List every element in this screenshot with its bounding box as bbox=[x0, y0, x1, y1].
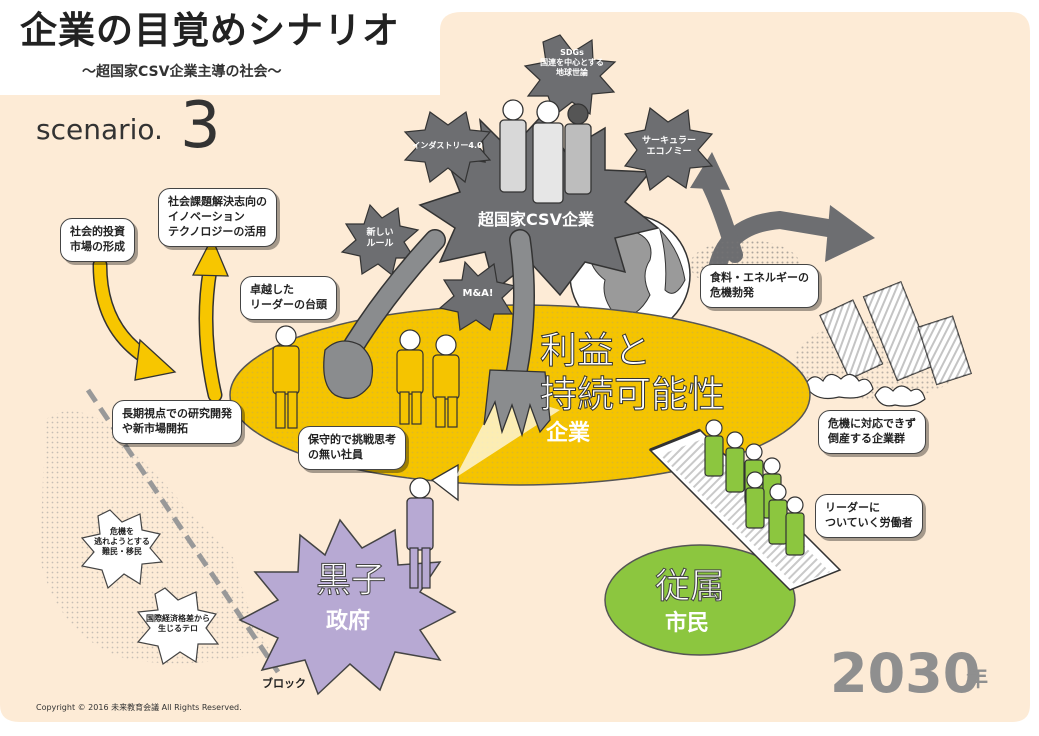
executive-figures-icon bbox=[499, 99, 592, 204]
callout-line: 倒産する企業群 bbox=[828, 431, 905, 445]
callout-line: 社会的投資 bbox=[70, 225, 125, 238]
refugee-label: 危機を 逃れようとする 難民・移民 bbox=[82, 527, 162, 557]
pointing-hand-icon bbox=[323, 229, 446, 399]
citizens-ellipse bbox=[604, 544, 796, 656]
callout-line: 卓越した bbox=[250, 283, 294, 296]
callout-long-term: 長期視点での研究開発 や新市場開拓 bbox=[112, 400, 242, 444]
callout-line: の無い社員 bbox=[308, 447, 363, 461]
ellipse-line-1: 利益と bbox=[540, 328, 652, 372]
callout-leaders: 卓越した リーダーの台頭 bbox=[240, 276, 337, 320]
callout-innovation: 社会課題解決志向の イノベーション テクノロジーの活用 bbox=[158, 188, 277, 247]
callout-food-energy: 食料・エネルギーの 危機勃発 bbox=[700, 264, 819, 308]
yellow-arrow-icon bbox=[92, 236, 229, 403]
open-hand-icon bbox=[483, 229, 551, 438]
circular-star-label: サーキュラー エコノミー bbox=[628, 136, 710, 159]
copyright: Copyright © 2016 未来教育会議 All Rights Reser… bbox=[36, 703, 242, 712]
government-main: 黒子 bbox=[315, 561, 387, 602]
callout-line: 保守的で挑戦思考 bbox=[308, 433, 396, 446]
callout-bankrupt: 危機に対応できず 倒産する企業群 bbox=[818, 410, 926, 454]
ma-star-label: M&A! bbox=[462, 288, 494, 299]
callout-line: や新市場開拓 bbox=[122, 421, 188, 435]
terror-line-1: 国際経済格差から bbox=[146, 614, 210, 623]
worker-figures bbox=[704, 419, 805, 556]
ellipse-line-2: 持続可能性 bbox=[540, 372, 726, 416]
page-subtitle: 〜超国家CSV企業主導の社会〜 bbox=[82, 64, 282, 80]
callout-line: ついていく労働者 bbox=[825, 515, 913, 529]
collapsing-buildings-icon bbox=[795, 280, 972, 407]
employee-figures bbox=[272, 325, 460, 429]
callout-line: リーダーの台頭 bbox=[250, 297, 327, 311]
scenario-number: 3 bbox=[180, 89, 221, 163]
callout-line: 危機に対応できず bbox=[828, 417, 916, 430]
scenario-word: scenario. bbox=[36, 113, 163, 146]
circular-line-2: エコノミー bbox=[646, 147, 692, 158]
sdgs-line-2: 国連を中心とする bbox=[540, 58, 604, 67]
new-rules-line-2: ルール bbox=[366, 239, 394, 250]
callout-line: リーダーに bbox=[825, 501, 880, 514]
new-rules-star-label: 新しい ルール bbox=[348, 228, 412, 251]
government-figure-icon bbox=[406, 463, 459, 589]
ma-star bbox=[438, 260, 517, 332]
sdgs-line-3: 地球世論 bbox=[556, 68, 588, 77]
year-number: 2030 bbox=[830, 642, 981, 705]
block-label: ブロック bbox=[262, 677, 306, 690]
new-rules-line-1: 新しい bbox=[366, 228, 394, 238]
government-sub: 政府 bbox=[326, 609, 371, 634]
terror-burst bbox=[136, 587, 220, 665]
sdgs-star-label: SDGs 国連を中心とする 地球世論 bbox=[528, 48, 616, 78]
citizens-main: 従属 bbox=[654, 567, 726, 608]
circular-line-1: サーキュラー bbox=[641, 136, 696, 146]
callout-line: イノベーション bbox=[168, 209, 245, 223]
year-unit: 年 bbox=[966, 667, 989, 692]
refugee-burst bbox=[80, 509, 164, 590]
citizens-sub: 市民 bbox=[665, 611, 710, 636]
terror-line-2: 生じるテロ bbox=[158, 624, 198, 633]
refugee-line-2: 逃れようとする bbox=[94, 537, 150, 546]
csv-star-label: 超国家CSV企業 bbox=[478, 210, 594, 229]
refugee-line-1: 危機を bbox=[110, 527, 134, 536]
callout-line: 長期視点での研究開発 bbox=[122, 407, 232, 420]
ellipse-sub: 企業 bbox=[546, 421, 591, 446]
terror-label: 国際経済格差から 生じるテロ bbox=[138, 614, 218, 634]
callout-line: 社会課題解決志向の bbox=[168, 195, 267, 208]
callout-line: テクノロジーの活用 bbox=[168, 224, 267, 238]
industry-star bbox=[403, 110, 492, 184]
callout-line: 危機勃発 bbox=[710, 285, 754, 299]
callout-social-investment: 社会的投資 市場の形成 bbox=[60, 218, 135, 262]
callout-workers: リーダーに ついていく労働者 bbox=[815, 494, 923, 538]
page-title: 企業の目覚めシナリオ bbox=[20, 9, 400, 52]
sdgs-line-1: SDGs bbox=[560, 48, 584, 57]
circular-star bbox=[623, 106, 714, 192]
callout-conservative: 保守的で挑戦思考 の無い社員 bbox=[298, 426, 406, 470]
industry-star-label: インダストリー4.0 bbox=[412, 141, 483, 150]
callout-line: 市場の形成 bbox=[70, 239, 125, 253]
callout-line: 食料・エネルギーの bbox=[710, 271, 809, 284]
refugee-line-3: 難民・移民 bbox=[102, 547, 142, 556]
